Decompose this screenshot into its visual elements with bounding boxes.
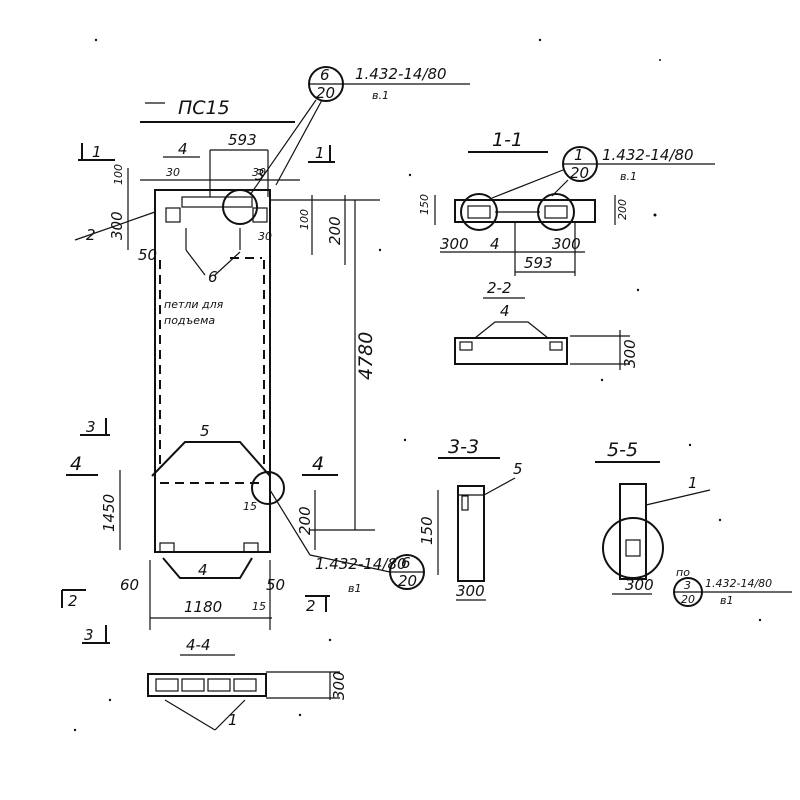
dim-11-150: 150 [418, 194, 431, 215]
ref-mid: 1.432-14/80 в1 6 20 [269, 489, 425, 595]
dim-1450-left: 1450 [100, 494, 118, 532]
cut-2-right: 2 [306, 597, 316, 615]
section-2-2-label: 2-2 [487, 279, 512, 297]
cut-3-top: 3 [86, 418, 96, 436]
dim-1180: 1180 [184, 598, 222, 616]
section-4-4-label: 4-4 [186, 636, 211, 654]
section-1-1: 1-1 1 20 1.432-14/80 в.1 150 200 300 4 3… [418, 129, 715, 276]
ref-55-code: 1.432-14/80 [705, 577, 772, 590]
dim-30-left: 30 [166, 166, 180, 179]
ref-55-sheet: 20 [681, 593, 695, 606]
dim-11-300a: 300 [440, 235, 469, 253]
dim-11-200: 200 [616, 199, 629, 220]
callout-1-55: 1 [688, 474, 698, 492]
main-elevation [151, 189, 285, 579]
ref-11-num: 1 [574, 146, 584, 164]
section-3-3: 3-3 5 150 300 [418, 436, 523, 601]
dim-30-right: 30 [252, 166, 266, 179]
ref-top: 6 20 1.432-14/80 в.1 [249, 65, 470, 196]
section-2-2: 2-2 4 300 [454, 279, 639, 370]
callout-4-top: 4 [178, 140, 188, 158]
ref-11-code: 1.432-14/80 [602, 146, 694, 164]
callout-4-11: 4 [490, 235, 500, 253]
cut-4-left: 4 [70, 453, 82, 475]
dim-100-left: 100 [112, 164, 125, 185]
ref-top-sheet: 20 [316, 84, 335, 102]
callout-4-bottom: 4 [198, 561, 208, 579]
callout-6: 6 [208, 268, 218, 286]
section-5-5-label: 5-5 [607, 439, 638, 461]
cut-4-right: 4 [312, 453, 324, 475]
ref-mid-sub: в1 [348, 582, 361, 595]
callout-1-44: 1 [228, 711, 238, 729]
callout-5-33: 5 [513, 460, 523, 478]
dim-15-mid: 15 [243, 500, 257, 513]
callout-5: 5 [200, 422, 210, 440]
lift-loops-note-1: петли для [164, 298, 224, 311]
title-block: ПС15 [140, 97, 295, 123]
callout-4-22: 4 [500, 302, 510, 320]
ref-55-prefix: по [676, 566, 690, 579]
ref-mid-num: 6 [401, 554, 411, 572]
section-3-3-label: 3-3 [448, 436, 479, 458]
ref-top-num: 6 [320, 66, 330, 84]
callout-3: 3 [255, 166, 265, 184]
dim-200-mid: 200 [296, 506, 314, 535]
cut-3-bottom: 3 [84, 626, 94, 644]
cut-2-left: 2 [68, 592, 78, 610]
ref-mid-sheet: 20 [398, 572, 417, 590]
dim-22-300: 300 [621, 339, 639, 368]
ref-top-sub: в.1 [372, 89, 389, 102]
dim-100-right: 100 [298, 209, 311, 230]
dim-50-left: 50 [138, 246, 157, 264]
dim-11-300b: 300 [552, 235, 581, 253]
dim-60: 60 [120, 576, 139, 594]
drawing-title: ПС15 [178, 97, 230, 119]
main-dimensions: 593 4 30 30 30 100 300 100 200 50 2 3 6 … [74, 131, 380, 630]
dim-50-bottom: 50 [266, 576, 285, 594]
ref-55-sub: в1 [720, 594, 733, 607]
lift-loops-note-2: подъема [164, 314, 215, 327]
dim-15-bottom: 15 [252, 600, 266, 613]
scan-speckles [73, 38, 762, 732]
cut-markers: 1 1 3 4 4 2 2 3 [61, 143, 338, 644]
section-5-5: 5-5 1 300 по 3 20 1.432-14/80 в1 [595, 439, 792, 607]
section-1-1-label: 1-1 [492, 129, 523, 151]
callout-2: 2 [86, 226, 96, 244]
ref-11-sub: в.1 [620, 170, 637, 183]
dim-55-300: 300 [625, 576, 654, 594]
dim-33-300: 300 [456, 582, 485, 600]
dim-33-150: 150 [418, 516, 436, 545]
ref-11-sheet: 20 [570, 164, 589, 182]
ref-top-code: 1.432-14/80 [355, 65, 447, 83]
dim-200-right: 200 [326, 216, 344, 245]
ref-mid-code: 1.432-14/80 [315, 555, 407, 573]
dim-4780: 4780 [355, 332, 377, 380]
dim-11-593: 593 [524, 254, 553, 272]
ref-55-num: 3 [684, 579, 691, 592]
cut-1-right: 1 [315, 144, 325, 162]
dim-30-mid: 30 [258, 230, 272, 243]
cut-1-left: 1 [92, 143, 102, 161]
section-4-4: 4-4 300 1 [147, 636, 348, 731]
dim-top-width: 593 [228, 131, 257, 149]
dim-44-300: 300 [330, 671, 348, 700]
